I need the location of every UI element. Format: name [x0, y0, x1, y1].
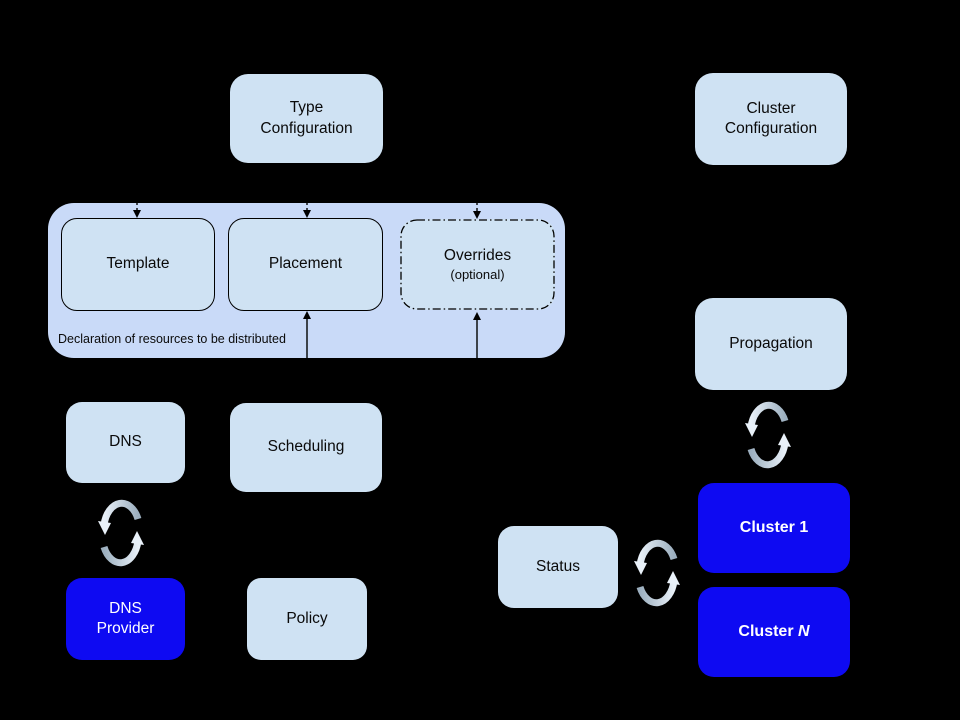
node-dns-provider: DNS Provider	[66, 578, 185, 660]
node-sublabel: (optional)	[450, 267, 505, 283]
node-label: Template	[106, 255, 170, 273]
node-propagation: Propagation	[695, 298, 847, 390]
node-label: Overrides (optional)	[443, 246, 512, 283]
node-label: DNS	[109, 433, 142, 451]
group-caption: Declaration of resources to be distribut…	[58, 331, 286, 346]
sync-icon	[745, 405, 791, 464]
node-label: Policy	[286, 609, 328, 627]
node-policy: Policy	[247, 578, 367, 660]
node-label: Cluster N	[738, 623, 810, 641]
sync-icon	[98, 503, 144, 562]
sync-icon	[634, 543, 680, 602]
node-type-configuration: Type Configuration	[230, 74, 383, 163]
node-label: Type Configuration	[260, 99, 353, 137]
node-template: Template	[61, 218, 215, 311]
dash-dot-border	[400, 219, 555, 310]
node-overrides: Overrides (optional)	[400, 219, 555, 310]
node-label-italic-n: N	[798, 623, 810, 641]
node-label: Scheduling	[267, 438, 345, 456]
node-label: Placement	[268, 255, 343, 273]
node-label: Propagation	[729, 334, 813, 352]
node-placement: Placement	[228, 218, 383, 311]
node-label: Cluster Configuration	[724, 99, 818, 137]
node-cluster-n: Cluster N	[698, 587, 850, 677]
node-scheduling: Scheduling	[230, 403, 382, 492]
node-label: DNS Provider	[96, 599, 155, 637]
node-cluster-1: Cluster 1	[698, 483, 850, 573]
node-label: Cluster 1	[739, 519, 809, 537]
node-label: Status	[536, 557, 580, 575]
node-cluster-configuration: Cluster Configuration	[695, 73, 847, 165]
node-dns: DNS	[66, 402, 185, 483]
node-status: Status	[498, 526, 618, 608]
